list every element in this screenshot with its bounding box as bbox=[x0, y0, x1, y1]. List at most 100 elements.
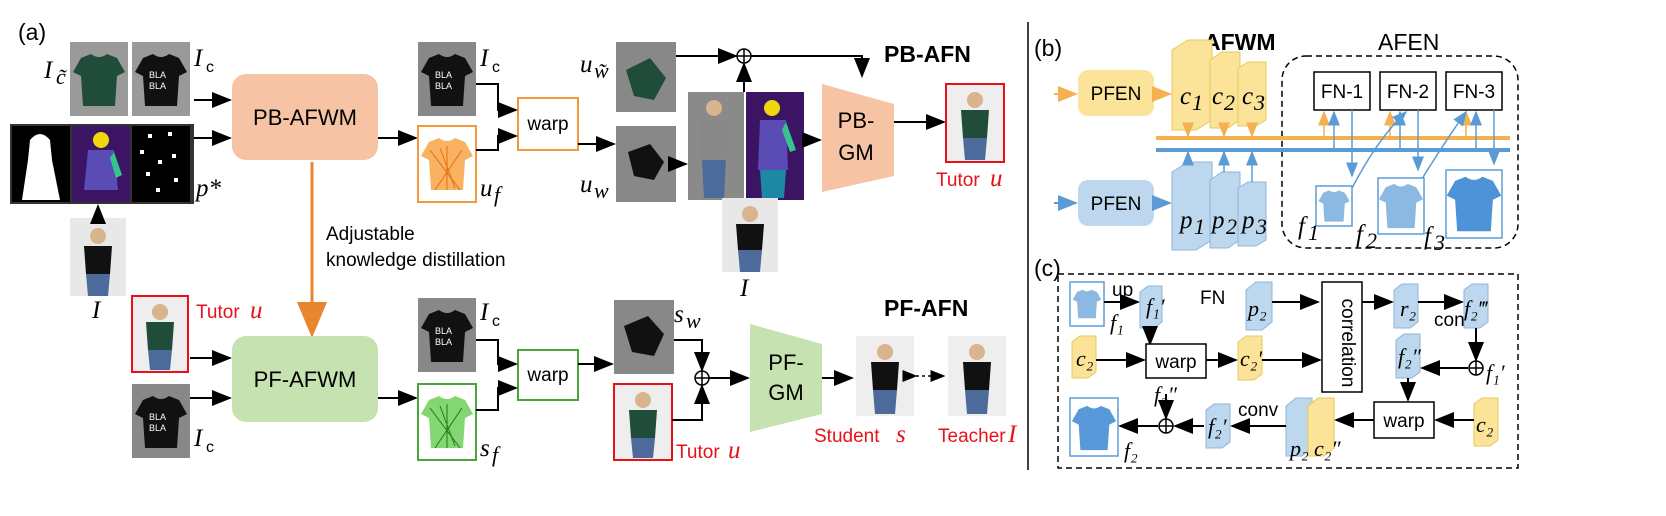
title-afwm: AFWM bbox=[1204, 29, 1276, 55]
fn-f2dprime-bottom-label: f₂″ bbox=[1154, 382, 1178, 407]
label-u-w: u bbox=[580, 171, 593, 198]
label-p1: p bbox=[1178, 207, 1193, 234]
fn-f2prime-label: f₂′ bbox=[1208, 414, 1228, 439]
label-sw-sub: w bbox=[686, 308, 701, 333]
image-person-I-mid bbox=[722, 198, 778, 272]
svg-text:BLA: BLA bbox=[435, 337, 452, 347]
pf-gm-label-2: GM bbox=[768, 380, 803, 405]
label-f3: f bbox=[1424, 223, 1434, 250]
image-ic-bottom-left: BLA BLA bbox=[132, 384, 190, 458]
label-tutor-left-u: u bbox=[250, 297, 263, 324]
label-w-sub: w bbox=[594, 178, 609, 203]
label-c-sub-top: c bbox=[206, 59, 214, 76]
panel-b-label: (b) bbox=[1034, 35, 1062, 61]
arrow-tutor-to-concat bbox=[672, 384, 710, 421]
sub-p2: 2 bbox=[1226, 214, 1237, 239]
label-tutor-bottom-u: u bbox=[728, 437, 741, 464]
pfen-bottom-label: PFEN bbox=[1091, 194, 1142, 215]
image-u-w bbox=[616, 126, 676, 202]
arrow-ic-to-warp-bottom bbox=[476, 339, 518, 372]
sub-c2: 2 bbox=[1224, 90, 1235, 115]
sub-f2: 2 bbox=[1366, 228, 1377, 253]
svg-text:BLA: BLA bbox=[149, 70, 166, 80]
sub-f3: 3 bbox=[1433, 230, 1445, 255]
flow-f2-image bbox=[1377, 177, 1425, 235]
label-c-sub-mid: c bbox=[492, 59, 500, 76]
label-sf-sub: f bbox=[492, 442, 501, 467]
arrow-sw-to-concat bbox=[674, 339, 710, 372]
pb-afwm-box bbox=[232, 74, 378, 160]
label-conv-bottom: conv bbox=[1238, 400, 1279, 421]
label-up: up bbox=[1112, 280, 1133, 301]
image-teacher bbox=[948, 336, 1006, 416]
pb-gm-label-1: PB- bbox=[838, 108, 875, 133]
label-I-ctilde: I bbox=[43, 57, 54, 84]
warp-box-bottom bbox=[517, 349, 579, 401]
label-c-sub-bm: c bbox=[492, 313, 500, 330]
fn-r2-block bbox=[1393, 283, 1419, 329]
label-p3: p bbox=[1240, 207, 1255, 234]
warp-top-label: warp bbox=[526, 114, 568, 135]
pf-afwm-label: PF-AFWM bbox=[254, 367, 357, 392]
image-person-parsing-pair bbox=[688, 92, 804, 200]
pfen-top-box bbox=[1078, 70, 1154, 116]
svg-text:BLA: BLA bbox=[435, 326, 452, 336]
flow-f1-image bbox=[1315, 185, 1353, 227]
label-c1: c bbox=[1180, 83, 1191, 110]
fn-dashed-box bbox=[1057, 273, 1519, 469]
image-flow-sf bbox=[417, 383, 477, 461]
svg-text:BLA: BLA bbox=[149, 412, 166, 422]
image-tutor-top bbox=[945, 83, 1005, 163]
label-tutor-top-u: u bbox=[990, 165, 1003, 192]
image-flow-uf bbox=[417, 125, 477, 203]
pf-gm-label-1: PF- bbox=[768, 350, 803, 375]
title-afen: AFEN bbox=[1378, 29, 1439, 55]
fn-p2-label-bottom: p₂ bbox=[1288, 436, 1309, 461]
fn-c2prime-block bbox=[1237, 335, 1263, 381]
sub-c1: 1 bbox=[1192, 90, 1203, 115]
label-tutor-top: Tutor bbox=[936, 170, 980, 191]
label-I-mid: I bbox=[739, 275, 750, 302]
fn1-box bbox=[1313, 71, 1371, 111]
arrow-sf-to-warp-bottom bbox=[476, 380, 518, 411]
svg-text:BLA: BLA bbox=[149, 423, 166, 433]
image-ic-bottom-mid: BLA BLA bbox=[418, 298, 476, 372]
label-fn: FN bbox=[1200, 288, 1225, 309]
pf-afwm-box bbox=[232, 336, 378, 422]
fn-f2-label: f₂ bbox=[1124, 438, 1138, 463]
image-u-w-tilde bbox=[616, 42, 676, 112]
fn-f1-image bbox=[1069, 281, 1105, 327]
label-f1: f bbox=[1298, 213, 1308, 240]
image-tutor-left bbox=[131, 295, 189, 373]
correlation-label: correlation bbox=[1337, 299, 1358, 388]
arrow-concat-to-pb-gm bbox=[751, 55, 870, 78]
feature-c-blocks bbox=[1171, 39, 1267, 131]
arrow-uf-to-warp-top bbox=[476, 128, 518, 151]
warp-bottom-label: warp bbox=[526, 365, 568, 386]
pfen-top-label: PFEN bbox=[1091, 84, 1142, 105]
label-tutor-left: Tutor bbox=[196, 302, 240, 323]
fn-f2dprime-label: f₂″ bbox=[1398, 344, 1422, 369]
fn-f2prime-block bbox=[1205, 403, 1231, 449]
sub-c3: 3 bbox=[1253, 90, 1265, 115]
fn-f2triple-block bbox=[1463, 283, 1489, 329]
label-u-w-tilde: u bbox=[580, 51, 593, 78]
pf-gm-trapezoid bbox=[750, 324, 822, 432]
panel-c-label: (c) bbox=[1034, 255, 1061, 281]
label-I-left: I bbox=[91, 297, 102, 324]
label-I-c-mid: I bbox=[479, 45, 490, 72]
title-pb-afn: PB-AFN bbox=[884, 41, 971, 67]
sub-p1: 1 bbox=[1194, 214, 1205, 239]
fn-c2dprime-label: c₂″ bbox=[1314, 436, 1341, 461]
feature-p-blocks bbox=[1171, 161, 1267, 251]
label-student-s: s bbox=[896, 421, 906, 448]
flow-f3-image bbox=[1445, 169, 1503, 239]
label-student: Student bbox=[814, 426, 880, 447]
distill-line2: knowledge distillation bbox=[326, 250, 506, 271]
panel-a-label: (a) bbox=[18, 19, 46, 45]
correlation-box bbox=[1321, 281, 1363, 393]
label-wtilde-sub: w̃ bbox=[594, 58, 609, 83]
fn-warp-box-bottom bbox=[1373, 401, 1435, 439]
fn-warp-bottom-label: warp bbox=[1382, 411, 1424, 432]
